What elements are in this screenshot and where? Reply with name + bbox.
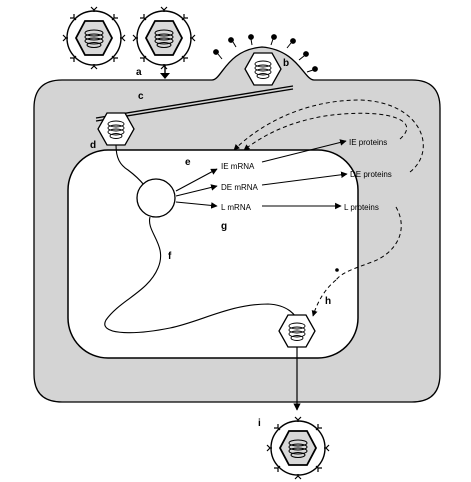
- receptor-icon: [160, 73, 170, 79]
- label-e: e: [185, 157, 191, 168]
- nucleus: [67, 149, 359, 359]
- virion-free-icon: [62, 6, 126, 70]
- de-proteins-text: DE proteins: [350, 170, 392, 179]
- ie-mrna-text: IE mRNA: [221, 162, 255, 171]
- virion-released-icon: [266, 416, 330, 480]
- l-proteins-text: L proteins: [344, 203, 379, 212]
- label-f: f: [168, 251, 172, 262]
- label-h: h: [325, 296, 331, 307]
- label-a: a: [136, 67, 142, 78]
- viral-dna: [104, 216, 299, 334]
- virion-attaching-icon: [132, 6, 196, 70]
- de-mrna-text: DE mRNA: [221, 183, 259, 192]
- label-b: b: [283, 58, 289, 69]
- l-mrna-text: L mRNA: [221, 203, 252, 212]
- microtubule: [95, 85, 294, 119]
- envelope-spikes: [213, 34, 318, 73]
- label-g: g: [221, 221, 227, 232]
- viral-genome-circle: [136, 178, 176, 218]
- label-d: d: [90, 140, 96, 151]
- ie-proteins-text: IE proteins: [349, 138, 387, 147]
- label-c: c: [138, 91, 144, 102]
- label-i: i: [258, 418, 261, 429]
